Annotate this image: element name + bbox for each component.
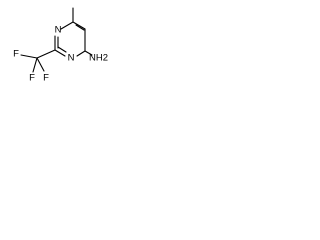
- ring-bond-c6-n1: [60, 21, 74, 30]
- cf-bond-right: [36, 57, 45, 72]
- ring-bond-c6-c5-inner: [75, 24, 85, 31]
- fluorine-right-label: F: [43, 73, 49, 84]
- ring-nitrogen-3-label: N: [68, 53, 75, 64]
- ring-bond-n3-c2-inner: [57, 46, 67, 53]
- fluorine-left-label: F: [13, 49, 19, 60]
- structure-diagram: N N F F F NH2: [0, 0, 115, 89]
- amine-group-label: NH2: [89, 53, 108, 64]
- cf3-bond: [36, 49, 56, 59]
- ring-bond-c6-c5: [72, 21, 86, 30]
- cf-bond-left: [20, 54, 38, 59]
- molecule-drawing: N N F F F NH2: [13, 7, 108, 84]
- ring-bond-n3-c2: [54, 49, 66, 57]
- fluorine-bottom-label: F: [29, 73, 35, 84]
- cf-bond-bottom: [32, 57, 38, 73]
- ring-nitrogen-1-label: N: [55, 25, 62, 36]
- amine-bond: [84, 50, 93, 56]
- ring-bond-c4-n3: [76, 50, 86, 57]
